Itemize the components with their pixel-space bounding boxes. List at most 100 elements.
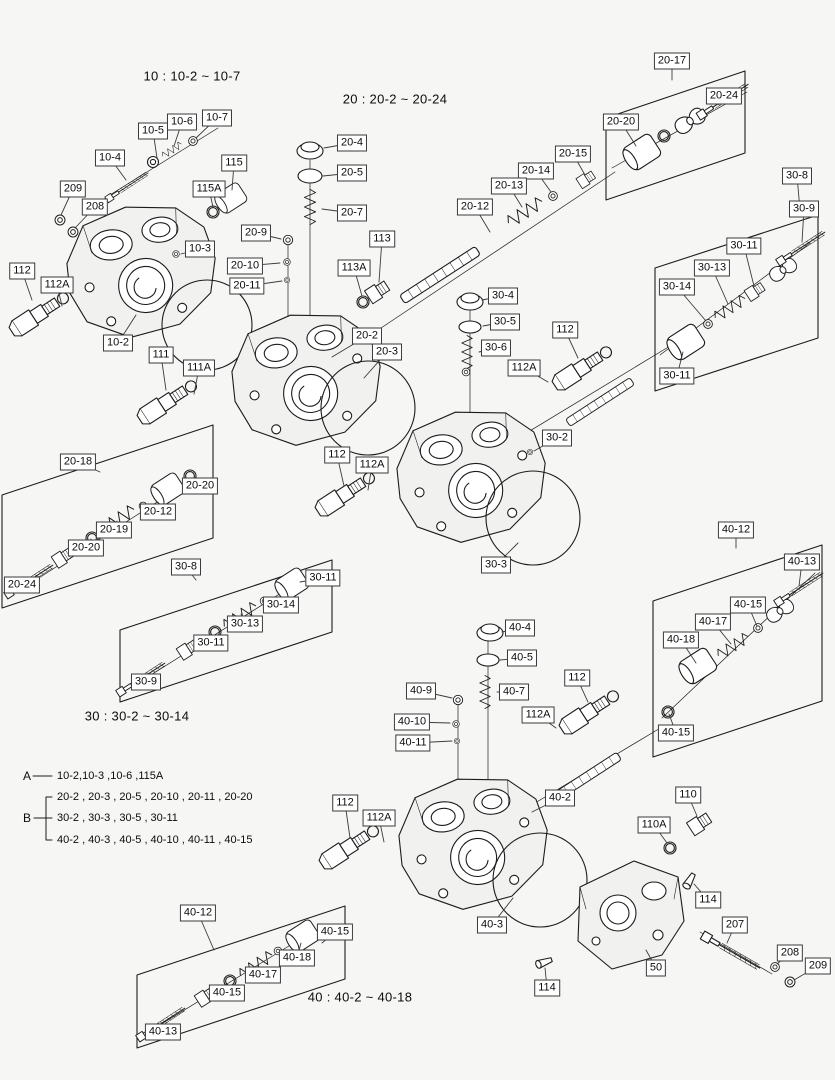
parts-section-30 [312,228,828,520]
part-label: 40-15 [316,923,354,941]
part-label: 113A [337,259,371,277]
part-label: 40-13 [783,553,821,571]
part-label: 40-9 [405,682,437,700]
part-label: 30-14 [658,278,696,296]
relief-valve-111 [134,375,202,428]
screw-10-3 [172,250,180,258]
part-label: 110 [675,786,701,804]
part-label: 40-2 [544,789,576,807]
cylinder-40-18 [674,645,720,688]
part-label: 114 [534,979,560,997]
part-label: 20-7 [336,204,368,222]
relief-valve-112 [316,820,384,873]
part-label: 20-20 [602,113,640,131]
part-label: 30-8 [781,167,813,185]
part-label: 20-24 [3,576,41,594]
part-label: 115A [192,180,226,198]
part-label: 40-18 [662,631,700,649]
washer-30-14 [703,319,713,329]
detail-boxes [1,70,823,1049]
section-oring-40-3 [492,832,588,928]
part-label: 30-14 [262,596,300,614]
part-label: 20-2 [351,327,383,345]
spring-30-13 [711,293,749,323]
spring-40-17 [714,631,752,661]
part-label: 40-5 [506,649,538,667]
detail-box-20-17 [605,70,746,201]
part-label: 20-11 [229,277,265,295]
valve-body-40 [393,769,556,916]
part-label: 30-11 [193,634,229,652]
valve-body-10 [61,197,224,344]
plug-110 [686,810,714,837]
part-label: 112A [521,706,555,724]
legend-text: 20-2 , 20-3 , 20-5 , 20-10 , 20-11 , 20-… [57,791,253,803]
part-label: 10-3 [184,240,216,258]
part-label: 40-13 [144,1023,182,1041]
part-label: 112 [324,446,350,464]
part-label: 40-17 [694,613,732,631]
detail-box-20-18 [1,424,214,609]
part-label: 30-2 [541,429,573,447]
parts-section-20 [282,80,751,309]
washer-20-14 [548,191,558,201]
part-label: 10-6 [166,113,198,131]
nut-209 [784,976,796,988]
legend-text: 10-2,10-3 ,10-6 ,115A [57,770,164,782]
oring-40-5 [476,653,500,667]
part-label: 50 [645,959,667,977]
oring-20-5 [297,168,323,184]
part-label: 207 [721,916,749,934]
part-label: 112 [552,321,578,339]
part-label: 20-15 [554,145,592,163]
detail-box-40-12-right [652,544,823,758]
washer-208 [770,962,780,972]
part-label: 40-15 [729,596,767,614]
part-label: 30-5 [489,313,521,331]
relief-valve-112 [312,467,380,520]
part-label: 30-9 [130,673,162,691]
part-label: 112A [40,276,74,294]
part-label: 40-4 [504,619,536,637]
cylinder-30-11 [662,321,708,364]
spring-30-6 [461,335,473,369]
group-range-title: 20 : 20-2 ~ 20-24 [342,91,448,107]
part-label: 208 [776,944,804,962]
part-label: 40-7 [498,683,530,701]
part-label: 40-11 [395,734,431,752]
pin-114 [681,871,698,891]
part-label: 30-9 [788,200,820,218]
part-label: 30-3 [480,556,512,574]
part-label: 30-4 [487,287,519,305]
part-label: 30-11 [726,237,762,255]
part-label: 20-10 [226,257,264,275]
legend-text: A [22,769,32,783]
plug-20-15 [575,169,597,190]
detail-box-30-8-bottom [119,559,333,703]
section-oring-20-3 [320,360,416,456]
screw-10-4 [104,169,151,204]
relief-valve-112 [6,287,74,340]
part-label: 208 [81,198,109,216]
detail-box-30-8-right [654,214,819,392]
stud-207 [699,930,763,973]
group-range-title: 40 : 40-2 ~ 40-18 [307,989,413,1005]
pin-114 [534,955,554,970]
washer-40-10 [452,720,460,728]
part-label: 40-17 [244,966,282,984]
spring-40-7 [479,675,491,709]
valve-body-30 [391,402,554,549]
part-label: 20-12 [456,198,494,216]
section-oring-30-3 [485,470,581,566]
part-label: 209 [59,180,87,198]
pin-30-2 [526,448,534,456]
spool-30 [565,377,635,427]
part-label: 10-5 [137,122,169,140]
part-label: 10-2 [102,334,134,352]
washer-20-10 [283,258,291,266]
legend-bracket [32,775,53,841]
part-label: 20-4 [336,134,368,152]
part-label: 209 [804,957,832,975]
part-label: 30-11 [305,569,341,587]
